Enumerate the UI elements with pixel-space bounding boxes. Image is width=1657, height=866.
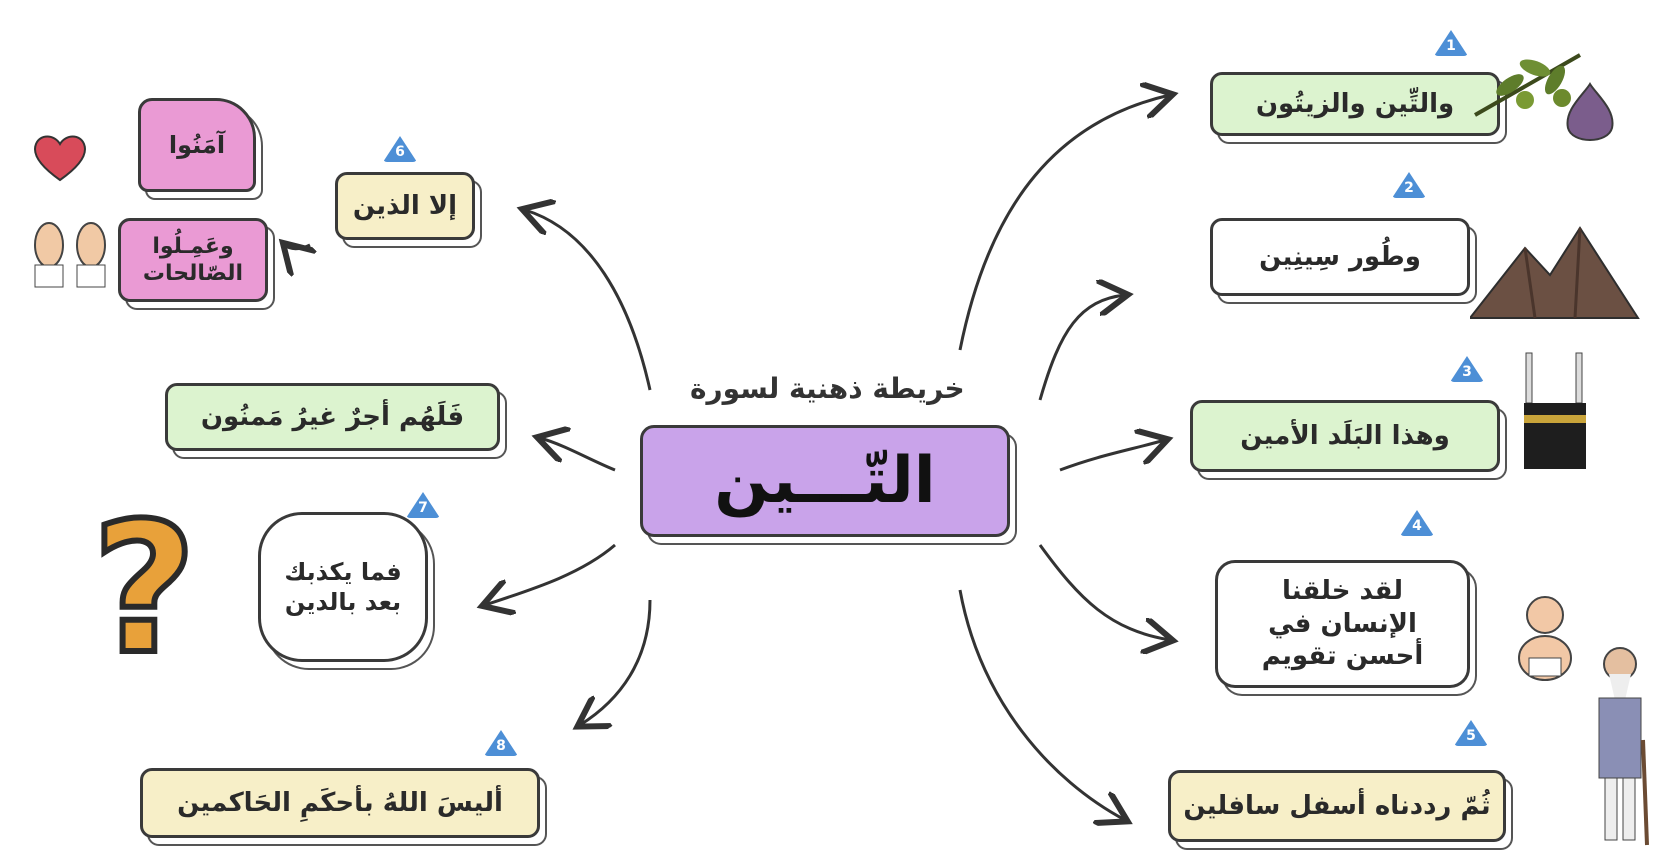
arrow-to-node-7: [540, 438, 616, 472]
kaaba-icon: [1524, 352, 1586, 469]
question-mark-icon: ?: [89, 485, 199, 694]
arrow-to-node-6: [525, 210, 652, 391]
heart-icon: [34, 135, 86, 182]
old-man-icon: [1598, 647, 1649, 846]
map-subtitle: خريطة ذهنية لسورة: [690, 372, 965, 405]
node-5: ثُمّ رددناه أسفل سافلين: [1168, 770, 1506, 842]
node-8: أليسَ اللهُ بأحكَمِ الحَاكمين: [140, 768, 540, 838]
node-1-text: والتِّين والزيتُون: [1255, 88, 1455, 119]
node-4: لقد خلقنا الإنسان في أحسن تقويم: [1215, 560, 1470, 688]
arrow-to-node-8: [485, 543, 616, 605]
node-6-text: إلا الذين: [352, 190, 458, 221]
node-7: فما يكذبك بعد بالدين: [258, 512, 428, 662]
arrow-to-node-3: [1059, 440, 1165, 472]
node-6-sub-good-deeds: وعَمِـلُوا الصّالحات: [118, 218, 268, 302]
praying-hands-icon: [34, 222, 106, 288]
arrow-to-node-9: [580, 599, 652, 725]
node-8-text: أليسَ اللهُ بأحكَمِ الحَاكمين: [177, 787, 503, 818]
arrow-to-node-1: [958, 95, 1170, 351]
node-6-sub2-text: وعَمِـلُوا الصّالحات: [142, 233, 244, 287]
node-6: إلا الذين: [335, 172, 475, 240]
node-reward-text: فَلَهُم أجرٌ غيرُ مَمنُون: [200, 401, 465, 432]
baby-icon: [1518, 596, 1572, 681]
mountain-icon: [1470, 226, 1640, 319]
arrow-to-node-2: [1038, 295, 1125, 401]
node-7-text: فما يكذبك بعد بالدين: [284, 558, 402, 616]
center-title: التّـــين: [714, 444, 936, 518]
node-3: وهذا البَلَد الأمين: [1190, 400, 1500, 472]
node-2: وطُور سِينِين: [1210, 218, 1470, 296]
node-3-text: وهذا البَلَد الأمين: [1240, 420, 1450, 451]
node-4-text: لقد خلقنا الإنسان في أحسن تقويم: [1261, 576, 1424, 672]
fig-icon: [1566, 82, 1614, 141]
arrow-to-node-4: [1038, 544, 1170, 640]
node-2-text: وطُور سِينِين: [1259, 241, 1421, 272]
node-reward: فَلَهُم أجرٌ غيرُ مَمنُون: [165, 383, 500, 451]
node-5-text: ثُمّ رددناه أسفل سافلين: [1183, 790, 1491, 821]
arrow-to-node-5: [958, 589, 1125, 820]
node-1: والتِّين والزيتُون: [1210, 72, 1500, 136]
olive-branch-icon: [1474, 53, 1581, 117]
arrow-node6-to-pink: [285, 245, 310, 249]
node-6-sub-believed: آمَنُوا: [138, 98, 256, 192]
center-title-box: التّـــين: [640, 425, 1010, 537]
node-6-sub1-text: آمَنُوا: [168, 131, 226, 159]
